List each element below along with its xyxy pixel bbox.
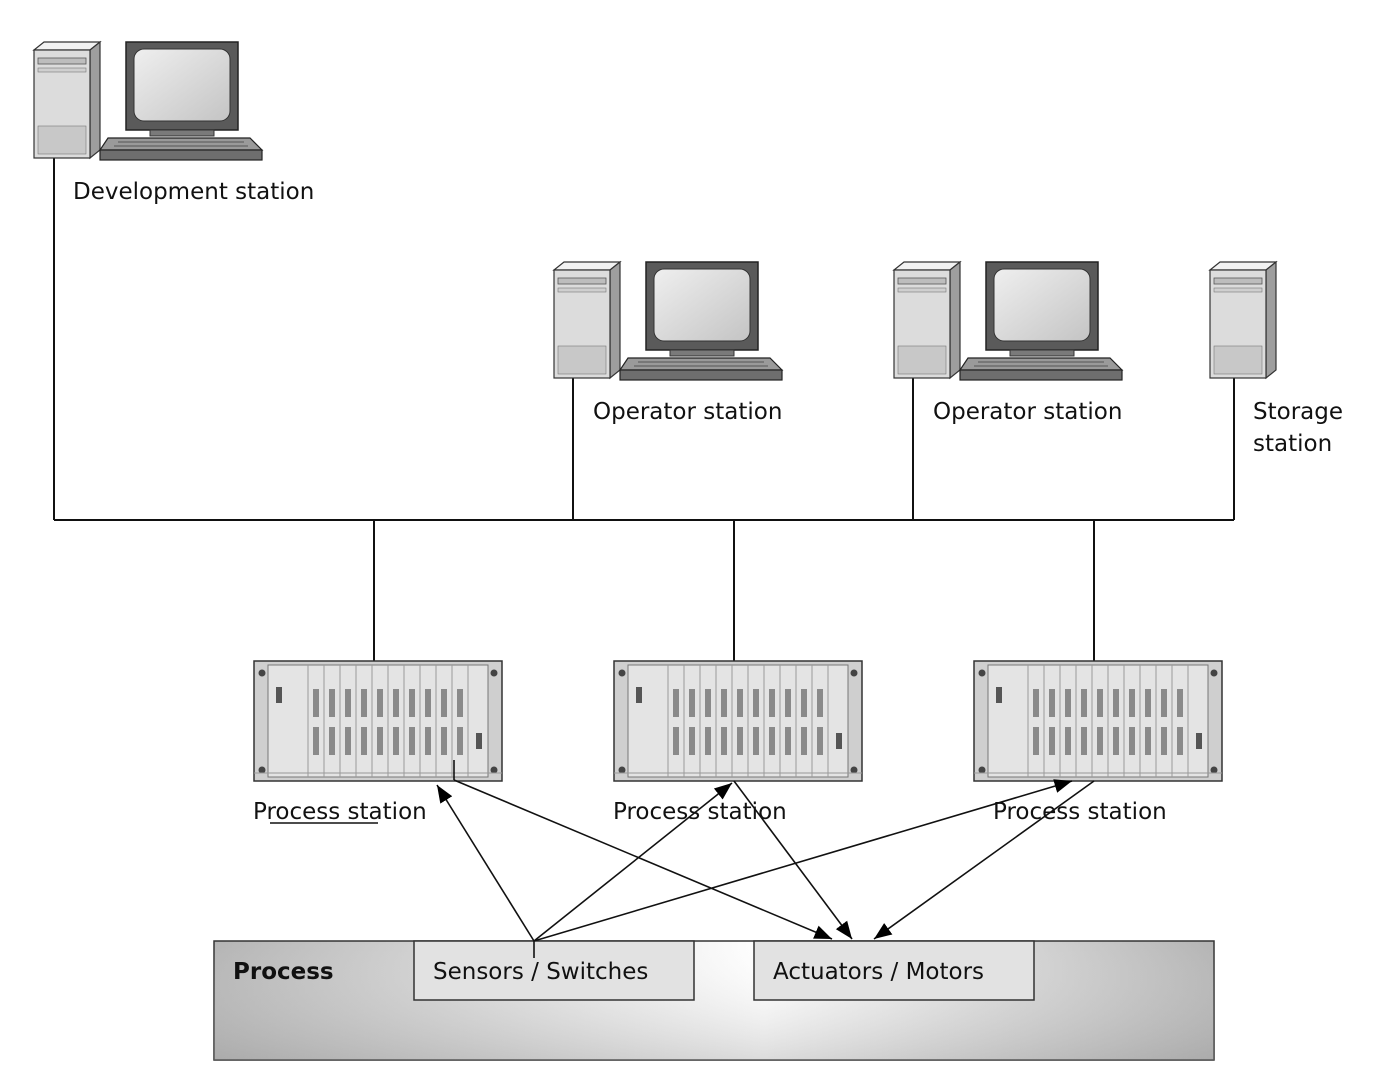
- sensor-to-process-2-arrow: [533, 782, 733, 942]
- process-1-to-actuator-arrow: [453, 779, 833, 940]
- storage-station-label-line2: station: [1253, 431, 1333, 457]
- signal-arrows: [436, 760, 1095, 958]
- operator-station-2: [893, 261, 1123, 381]
- sensors-switches-label: Sensors / Switches: [433, 959, 649, 985]
- actuators-motors-box: [753, 940, 1035, 1001]
- desktop-computer-icon: [619, 261, 783, 381]
- rack-controller-icon: [613, 660, 863, 782]
- sensor-to-process-1-arrow: [436, 784, 535, 942]
- operator-station-2-label: Operator station: [933, 399, 1123, 425]
- process-block: [213, 940, 1215, 1061]
- process-station-3-label: Process station: [993, 799, 1167, 825]
- rack-controller-icon: [253, 660, 503, 782]
- development-station-label: Development station: [73, 179, 315, 205]
- storage-station-label-line1: Storage: [1253, 399, 1343, 425]
- process-station-1: [253, 660, 503, 782]
- sensors-switches-box: [413, 940, 695, 1001]
- process-station-3: [973, 660, 1223, 782]
- process-3-to-actuator-arrow: [873, 780, 1095, 940]
- tower-server-icon: [893, 261, 961, 379]
- development-station: [33, 41, 263, 161]
- sensor-to-process-3-arrow: [533, 779, 1073, 942]
- process-2-to-actuator-arrow: [733, 780, 853, 940]
- storage-station: [1209, 261, 1277, 379]
- tower-server-icon: [33, 41, 101, 159]
- operator-station-1-label: Operator station: [593, 399, 783, 425]
- rack-controller-icon: [973, 660, 1223, 782]
- operator-station-1: [553, 261, 783, 381]
- desktop-computer-icon: [99, 41, 263, 161]
- process-station-2-label: Process station: [613, 799, 787, 825]
- process-station-2: [613, 660, 863, 782]
- desktop-computer-icon: [959, 261, 1123, 381]
- tower-server-icon: [553, 261, 621, 379]
- process-station-1-label: Process station: [253, 799, 427, 825]
- process-label: Process: [233, 959, 334, 985]
- network-bus: [53, 158, 1235, 661]
- actuators-motors-label: Actuators / Motors: [773, 959, 985, 985]
- tower-server-icon: [1209, 261, 1277, 379]
